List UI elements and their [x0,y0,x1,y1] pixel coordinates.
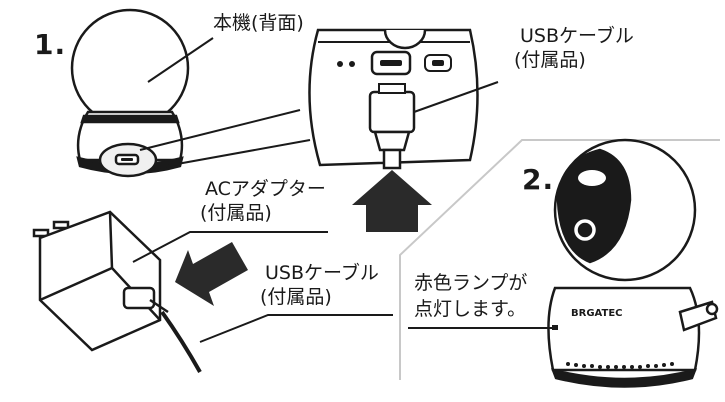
port-detail-illustration [308,28,479,170]
camera-front-illustration [547,138,719,388]
leader-ac-adapter [132,231,328,263]
camera-back-illustration [70,8,190,178]
label-usb-cable-top-line1: USBケーブル [520,25,634,47]
leader-usb-top [413,81,499,113]
step-1-number: 1. [34,28,67,61]
label-ac-adapter-line2: (付属品) [200,202,272,224]
label-red-lamp-line1: 赤色ランプが [414,272,528,294]
label-usb-cable-top-line2: (付属品) [514,49,586,71]
leader-camera-back [147,37,214,83]
step-2-number: 2. [522,163,555,196]
label-usb-cable-bottom-line2: (付属品) [260,286,332,308]
zoom-lines [139,109,311,169]
ac-adapter-illustration [32,210,202,373]
label-usb-cable-bottom-line1: USBケーブル [265,262,379,284]
label-ac-adapter-line1: ACアダプター [205,178,326,200]
leader-usb-bottom [199,314,393,343]
label-camera-back: 本機(背面) [213,12,304,34]
insert-up-arrow [352,170,432,232]
camera-brand-mark: BRGATEC [571,308,622,319]
label-red-lamp-line2: 点灯します。 [414,298,527,320]
insert-adapter-arrow [175,242,248,306]
